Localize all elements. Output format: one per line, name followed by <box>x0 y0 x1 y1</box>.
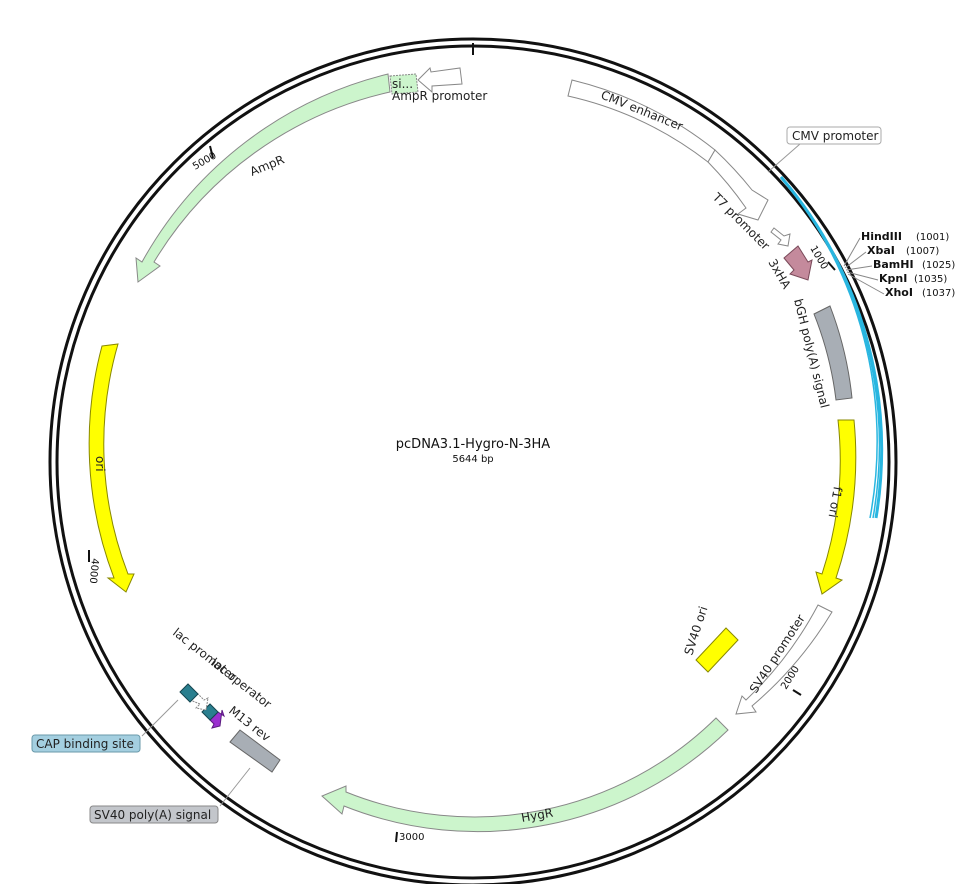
hygr-label: HygR <box>520 806 554 825</box>
hygr-arrow[interactable] <box>321 717 729 833</box>
svg-text:(1007): (1007) <box>906 246 939 257</box>
sv40-polya-box[interactable] <box>229 729 281 773</box>
sv40-polya-label: SV40 poly(A) signal <box>94 808 211 822</box>
site-bamhi[interactable]: BamHI (1025) <box>873 258 955 271</box>
plasmid-name: pcDNA3.1-Hygro-N-3HA <box>396 437 551 452</box>
cmv-enhancer-arrow[interactable] <box>567 79 716 163</box>
tick-3000: 3000 <box>395 831 424 843</box>
site-kpni[interactable]: KpnI (1035) <box>879 272 947 285</box>
svg-text:3000: 3000 <box>399 832 424 843</box>
f1-ori-label: f1 ori <box>826 485 845 518</box>
backbone-outer-ring <box>48 37 898 884</box>
svg-text:(1035): (1035) <box>914 274 947 285</box>
site-xbai[interactable]: XbaI (1007) <box>867 244 939 257</box>
svg-text:HindIII: HindIII <box>861 230 902 243</box>
cmv-promoter-arrow[interactable] <box>707 149 769 221</box>
sv40-ori-box[interactable] <box>695 627 739 673</box>
plasmid-length: 5644 bp <box>452 454 493 465</box>
svg-text:(1037): (1037) <box>922 288 955 299</box>
svg-text:(1001): (1001) <box>916 232 949 243</box>
m13-rev-arrow[interactable] <box>209 709 225 729</box>
ori-label: ori <box>93 456 107 472</box>
cap-binding-callout[interactable] <box>31 734 141 753</box>
cmv-enhancer-label: CMV enhancer <box>599 88 685 134</box>
3xha-arrow[interactable] <box>783 245 813 281</box>
bgh-polya-box[interactable] <box>813 305 853 401</box>
cap-binding-leader <box>141 699 179 737</box>
ampr-promoter-arrow[interactable] <box>417 67 463 94</box>
cmv-promoter-leader <box>767 143 801 173</box>
svg-text:4000: 4000 <box>87 558 100 584</box>
svg-text:XhoI: XhoI <box>885 286 913 299</box>
sv40-polya-callout[interactable] <box>89 805 219 824</box>
cmv-promoter-label: CMV promoter <box>792 129 879 143</box>
sv40-polya-leader <box>219 767 251 807</box>
site-hindiii[interactable]: HindIII (1001) <box>861 230 949 243</box>
signal-region-box[interactable] <box>389 73 419 95</box>
cmv-promoter-callout[interactable] <box>786 126 882 145</box>
ampr-arrow[interactable] <box>135 73 391 283</box>
mcs-highlight-3 <box>780 176 878 519</box>
svg-text:KpnI: KpnI <box>879 272 907 285</box>
ori-arrow[interactable] <box>88 343 135 593</box>
signal-region-label: si... <box>392 77 413 91</box>
cap-binding-box[interactable] <box>179 683 199 703</box>
f1-ori-arrow[interactable] <box>815 419 857 595</box>
cap-binding-label: CAP binding site <box>36 737 134 751</box>
svg-text:(1025): (1025) <box>922 260 955 271</box>
sv40-promoter-arrow[interactable] <box>735 604 833 715</box>
svg-text:BamHI: BamHI <box>873 258 914 271</box>
ampr-promoter-label: AmpR promoter <box>392 89 487 103</box>
t7-promoter-arrow[interactable] <box>770 227 791 247</box>
lac-promoter-label: lac promoter <box>170 625 239 683</box>
site-xhoi[interactable]: XhoI (1037) <box>885 286 955 299</box>
tick-4000: 4000 <box>87 550 100 584</box>
ampr-label: AmpR <box>248 152 286 178</box>
restriction-sites: HindIII (1001) XbaI (1007) BamHI (1025) … <box>843 230 955 299</box>
svg-text:XbaI: XbaI <box>867 244 895 257</box>
